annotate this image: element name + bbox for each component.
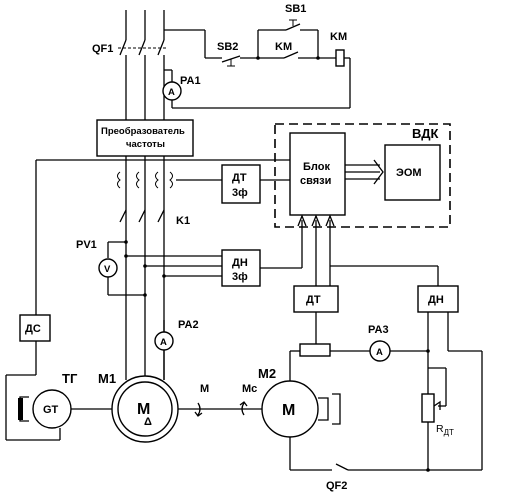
dt3f-label-line1: ДТ bbox=[232, 172, 247, 184]
torque-m-label: M bbox=[200, 383, 209, 395]
gt-label: GT bbox=[43, 404, 59, 416]
torque-mc-arrow bbox=[241, 402, 245, 416]
vdk-group bbox=[274, 123, 451, 228]
dt-shunt bbox=[299, 343, 331, 357]
qf1-label: QF1 bbox=[92, 43, 113, 55]
converter-label-line1: Преобразователь bbox=[101, 126, 185, 137]
m2-motor-letter: M bbox=[282, 402, 295, 419]
torque-m-arrow bbox=[197, 402, 201, 416]
m1-motor-inner bbox=[117, 381, 173, 437]
eom-label: ЭОМ bbox=[396, 167, 422, 179]
vdk-label: ВДК bbox=[412, 126, 438, 141]
m2-circuit: A bbox=[289, 312, 483, 472]
r-dt-letter: R bbox=[436, 423, 444, 435]
dn3f-label-line1: ДН bbox=[232, 257, 248, 269]
r-dt-label: RДТ bbox=[436, 423, 454, 437]
km-coil-label: KM bbox=[330, 31, 347, 43]
pa2-ammeter: A bbox=[154, 320, 174, 380]
m1-motor-delta: Δ bbox=[144, 416, 152, 428]
link-block-label-line2: связи bbox=[300, 175, 331, 187]
pv1-voltmeter: V bbox=[98, 240, 147, 297]
ds-sensor-block bbox=[19, 314, 51, 342]
dn-sensor-block bbox=[417, 285, 459, 313]
dn-label: ДН bbox=[428, 294, 444, 306]
m2-brake-bracket bbox=[332, 393, 341, 425]
dn3f-taps bbox=[124, 254, 222, 278]
pa1-ammeter-letter: A bbox=[168, 87, 175, 98]
pa2-ammeter-letter: A bbox=[160, 337, 167, 348]
dn3f-label-line2: 3ф bbox=[232, 271, 248, 283]
km-contact-label: KM bbox=[275, 41, 292, 53]
eom-block bbox=[384, 144, 441, 201]
r-dt-resistor bbox=[421, 393, 435, 423]
tg-label: ТГ bbox=[62, 371, 78, 386]
m1-label: M1 bbox=[98, 371, 116, 386]
dt-label: ДТ bbox=[306, 294, 321, 306]
pv1-voltmeter-letter: V bbox=[104, 264, 111, 275]
pa1-label: PA1 bbox=[180, 75, 201, 87]
qf2-label: QF2 bbox=[326, 480, 347, 492]
k1-label: K1 bbox=[176, 215, 190, 227]
m2-brake bbox=[318, 397, 329, 421]
frequency-converter-block bbox=[96, 119, 194, 157]
dn3f-sensor-block bbox=[221, 249, 261, 287]
pa3-label: PA3 bbox=[368, 324, 389, 336]
torque-mc-label: Mc bbox=[242, 383, 257, 395]
link-to-eom-arrows bbox=[345, 159, 384, 185]
link-block bbox=[289, 132, 346, 216]
ds-label: ДС bbox=[25, 323, 41, 335]
converter-label-line2: частоты bbox=[126, 139, 165, 150]
sb1-label: SB1 bbox=[285, 3, 306, 15]
pa3-ammeter-letter: A bbox=[376, 347, 383, 358]
m1-motor-letter: M bbox=[137, 401, 150, 418]
qf1-breaker bbox=[118, 10, 168, 120]
pa1-ammeter: A bbox=[162, 58, 351, 109]
control-circuit bbox=[164, 19, 350, 67]
pa2-label: PA2 bbox=[178, 319, 199, 331]
link-block-label-line1: Блок bbox=[303, 161, 330, 173]
r-dt-subscript: ДТ bbox=[444, 428, 454, 437]
dt3f-sensor-block bbox=[221, 164, 261, 204]
m2-label: M2 bbox=[258, 366, 276, 381]
dt3f-label-line2: 3ф bbox=[232, 187, 248, 199]
sb2-label: SB2 bbox=[217, 41, 238, 53]
tg-brake-shoe bbox=[18, 398, 23, 420]
pv1-label: PV1 bbox=[76, 239, 97, 251]
